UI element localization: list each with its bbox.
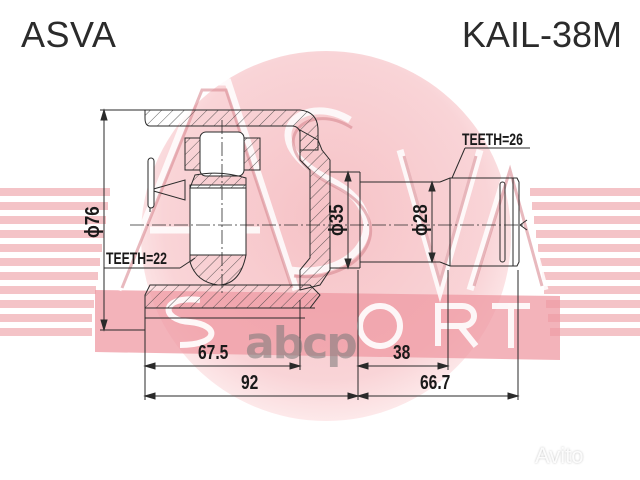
outer-teeth-label: TEETH=26: [462, 130, 523, 149]
brand-title: ASVA: [21, 14, 117, 55]
inner-teeth-label: TEETH=22: [106, 249, 167, 268]
part-number: KAIL-38M: [461, 14, 622, 55]
dimension-shaft-length: 66.7: [420, 372, 451, 394]
dimension-housing-depth: 67.5: [198, 342, 229, 364]
abcp-watermark: abcp: [245, 318, 358, 369]
dimension-housing-length: 92: [241, 372, 259, 394]
avito-watermark: Avito: [535, 443, 584, 468]
shaft-diameter-1-label: ϕ35: [326, 204, 348, 236]
shaft-diameter-2-label: ϕ28: [410, 204, 432, 236]
dimension-shaft-section: 38: [393, 342, 411, 364]
outer-diameter-label: ϕ76: [82, 206, 104, 238]
left-speed-stripes: [0, 188, 110, 336]
right-speed-stripes: [530, 188, 640, 336]
